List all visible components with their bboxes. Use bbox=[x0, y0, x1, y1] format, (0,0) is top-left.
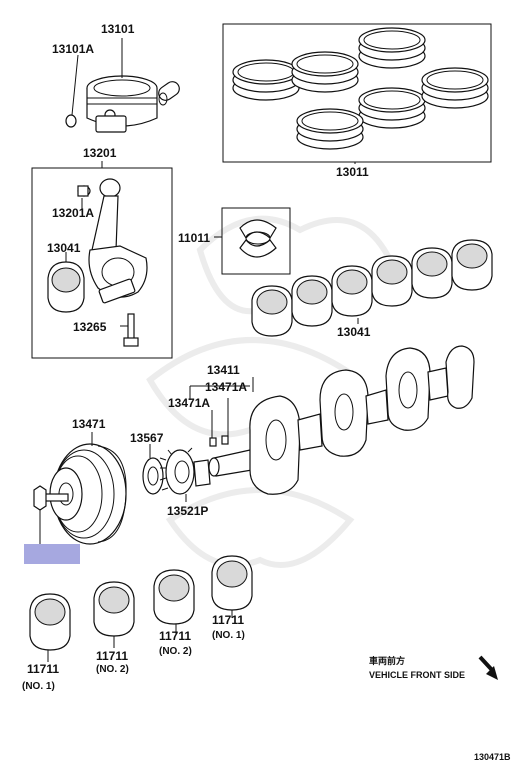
diagram-code: 130471B bbox=[474, 752, 511, 762]
piston[interactable] bbox=[86, 75, 158, 133]
label-13471: 13471 bbox=[72, 417, 106, 431]
highlight-box[interactable] bbox=[24, 544, 80, 564]
label-11011: 11011 bbox=[178, 231, 210, 245]
label-11711-no1-left: 11711 bbox=[27, 662, 59, 676]
label-13041: 13041 bbox=[337, 325, 371, 339]
sublabel-no2-right: (NO. 2) bbox=[159, 646, 192, 657]
piston-ring-set-box bbox=[222, 23, 492, 163]
main-bearing-no1-left[interactable] bbox=[29, 593, 71, 651]
sublabel-no2-left: (NO. 2) bbox=[96, 664, 129, 675]
label-13567: 13567 bbox=[130, 431, 164, 445]
crankshaft-timing-sprocket[interactable] bbox=[159, 447, 211, 495]
rod-bolt-13265[interactable] bbox=[123, 313, 139, 347]
label-13011: 13011 bbox=[336, 165, 369, 179]
piston-pin[interactable] bbox=[156, 79, 182, 106]
vehicle-front-japanese: 車両前方 bbox=[369, 655, 405, 666]
crankshaft-pulley[interactable] bbox=[49, 443, 127, 545]
connecting-rod[interactable] bbox=[88, 178, 148, 304]
main-bearings-13041[interactable] bbox=[251, 239, 493, 337]
sublabel-no1-right: (NO. 1) bbox=[212, 630, 245, 641]
label-11711-no2-left: 11711 bbox=[96, 649, 128, 663]
label-13471a-left: 13471A bbox=[168, 396, 210, 410]
main-bearing-no1-right[interactable] bbox=[211, 555, 253, 611]
label-13471a-top: 13471A bbox=[205, 380, 247, 394]
label-13411: 13411 bbox=[207, 363, 240, 377]
vehicle-front-english: VEHICLE FRONT SIDE bbox=[369, 670, 465, 680]
piston-pin-clip[interactable] bbox=[65, 114, 77, 128]
pulley-bolt[interactable] bbox=[33, 485, 69, 511]
crankshaft-pins-13471a[interactable] bbox=[209, 435, 229, 447]
crankshaft[interactable] bbox=[208, 345, 475, 495]
thrust-washer-box bbox=[221, 207, 291, 275]
label-13101: 13101 bbox=[101, 22, 135, 36]
piston-ring-set[interactable] bbox=[232, 27, 489, 150]
label-11711-no1-right: 11711 bbox=[212, 613, 244, 627]
crank-angle-sensor-plate[interactable] bbox=[142, 457, 164, 495]
label-13265: 13265 bbox=[73, 320, 107, 334]
label-13201: 13201 bbox=[83, 146, 117, 160]
thrust-washer[interactable] bbox=[239, 219, 277, 258]
connecting-rod-bushing[interactable] bbox=[77, 185, 91, 197]
main-bearing-no2-left[interactable] bbox=[93, 581, 135, 637]
sublabel-no1-left: (NO. 1) bbox=[22, 681, 55, 692]
label-13201a: 13201A bbox=[52, 206, 94, 220]
label-13521p: 13521P bbox=[167, 504, 208, 518]
label-13041-rod: 13041 bbox=[47, 241, 81, 255]
front-direction-arrow-icon bbox=[478, 655, 498, 680]
main-bearing-no2-right[interactable] bbox=[153, 569, 195, 625]
connecting-rod-box bbox=[31, 167, 173, 359]
rod-bearing-13041[interactable] bbox=[47, 261, 85, 313]
label-11711-no2-right: 11711 bbox=[159, 629, 191, 643]
label-13101a: 13101A bbox=[52, 42, 94, 56]
